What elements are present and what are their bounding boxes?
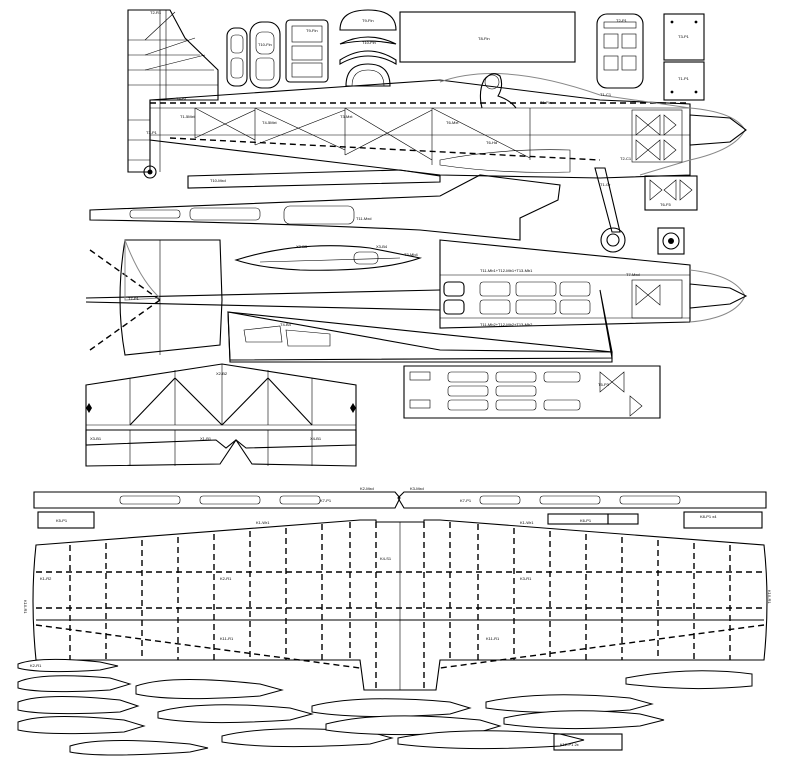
fuse-side-d-label: T6-Mxt [446, 120, 459, 125]
lower-side-piece: T10-Mxd [187, 169, 441, 189]
stab-a-label: X2-B3 [296, 244, 308, 249]
nose-formers [631, 109, 683, 163]
fuselage-formers: T9-Fin T10-Fin [226, 19, 329, 89]
rib-label-1: K2-R1 [30, 663, 42, 668]
rudder-part: T2-R1 T4-B1 T3-P1 [127, 9, 219, 173]
canopy-arch-label-b: T10-Fin [362, 40, 376, 45]
tray-plate: T5-P3 [403, 365, 661, 419]
airfoil-ribs: K2-R1 K12-P1 2x [17, 658, 753, 756]
former-b-label: T10-Fin [258, 42, 272, 47]
hatch-label: T4-B4 [280, 322, 292, 327]
fuse-side-b-label: T4-5Mxt [262, 120, 278, 125]
fuselage-top-view: T11-Mb1+T12-Mb1+T13-Mb1 T11-Mb2+T12-Mb2+… [439, 239, 748, 329]
firewall-label: T2-P1 [616, 18, 628, 23]
tailplane-top-label: T3-Mb4 [404, 252, 419, 257]
canopy-arch-label-a: T9-Fin [362, 18, 374, 23]
canopy-top-view: X2-B3 X3-B4 T3-Mb4 [234, 244, 423, 271]
gear-plate: T6-F5 [644, 175, 698, 211]
landing-gear: T1-Gr [594, 167, 626, 253]
mount-b-label: T1-P1 [678, 76, 690, 81]
lower-side-label: T10-Mxd [210, 178, 226, 183]
wing-tip-l-label: K10-R1 [23, 600, 28, 614]
wing-tip-r-label: K10-R1 [767, 590, 772, 604]
stab-tips-label: X1-B1 [200, 436, 212, 441]
rudder-lower-label: T3-P1 [146, 130, 158, 135]
stab-center-label: X2-B2 [216, 371, 228, 376]
stab-b-label: X3-B4 [376, 244, 388, 249]
tailplane-top-view: T7-P1 [85, 239, 441, 356]
wing-spar-label: K3-R1 [520, 576, 532, 581]
stringers-b-label: T11-Mb2+T12-Mb2+T13-Mb2 [480, 322, 533, 327]
dash-note-label: T6-Hd [486, 140, 497, 145]
firewall-plate: T2-P1 [596, 13, 644, 89]
stabilizer: X2-B2 X3-B1 X4-B1 X1-B1 [85, 363, 357, 467]
spine-label: T11-Mxd [356, 216, 371, 221]
wing-center-label: K1-Wr1 [256, 520, 270, 525]
aileron-l-label: K5-P1 [56, 518, 68, 523]
wing-center-r-label: K1-Wr1 [520, 520, 534, 525]
plate-a-label: K7-P1 [320, 498, 332, 503]
spine-piece: T11-Mxd [89, 174, 561, 241]
canopy-plate: T8-Fin [399, 11, 576, 63]
main-wing: K1-Wr1 K1-Wr1 K1-R2 K2-R1 K3-R1 K4-S1 K1… [23, 519, 772, 691]
gear-plate-label: T6-F5 [660, 202, 671, 207]
pilot-figure [479, 73, 517, 109]
mount-a-label: T3-P1 [678, 34, 690, 39]
cockpit-a-label: T1-C1 [600, 92, 612, 97]
engine-mount-plates: T3-P1 T1-P1 [663, 13, 705, 101]
canopy-plate-label: T8-Fin [478, 36, 490, 41]
wing-le-label: K4-S1 [380, 556, 392, 561]
wheel-hub [657, 227, 685, 255]
hatch-piece: T4-B4 [227, 289, 613, 363]
wing-rib-label: K2-R1 [220, 576, 232, 581]
plate-x4-label: K8-P1 x4 [700, 514, 717, 519]
aileron-r-label: K6-P1 [580, 518, 592, 523]
tip-rib-r-label: K11-R1 [486, 636, 500, 641]
cockpit-b-label: T2-C1 [620, 156, 632, 161]
fuse-side-a-label: T1-5Mxt [180, 114, 196, 119]
plate-b-label: K7-P1 [460, 498, 472, 503]
wing-ribs [69, 522, 731, 660]
fuse-side-c-label: T3-Mxt [340, 114, 353, 119]
fuselage-side-view: T1-5Mxt T4-5Mxt T3-Mxt T6-Mxt T6-Hd T1-F… [149, 73, 747, 179]
wing-te-l-label: K2-Mxd [360, 486, 374, 491]
fuse-bottom-label: T7-Mxd [626, 272, 640, 277]
wing-root-label: K1-R2 [40, 576, 52, 581]
elev-r-label: X4-B1 [310, 436, 322, 441]
elev-l-label: X3-B1 [90, 436, 102, 441]
rudder-hinge-label: T4-B1 [176, 96, 188, 101]
former-a-label: T9-Fin [306, 28, 318, 33]
fuselage-top-label: T1-Fin [540, 100, 552, 105]
canopy-arches: T9-Fin T10-Fin [339, 9, 397, 87]
stringers-label: T11-Mb1+T12-Mb1+T13-Mb1 [480, 268, 533, 273]
tray-label: T5-P3 [598, 382, 610, 387]
gear-label: T1-Gr [600, 182, 611, 187]
tail-note-label: T7-P1 [128, 296, 140, 301]
bottom-plate-label: K12-P1 2x [560, 742, 579, 747]
wing-trailing-strips: K2-Mxd K3-Mxd K7-P1 K7-P1 K5-P1 K6-P1 K8… [33, 486, 767, 529]
rudder-label: T2-R1 [150, 10, 162, 15]
tail-wheel [143, 165, 157, 179]
tip-rib-label: K11-R1 [220, 636, 234, 641]
wing-te-r-label: K3-Mxd [410, 486, 424, 491]
